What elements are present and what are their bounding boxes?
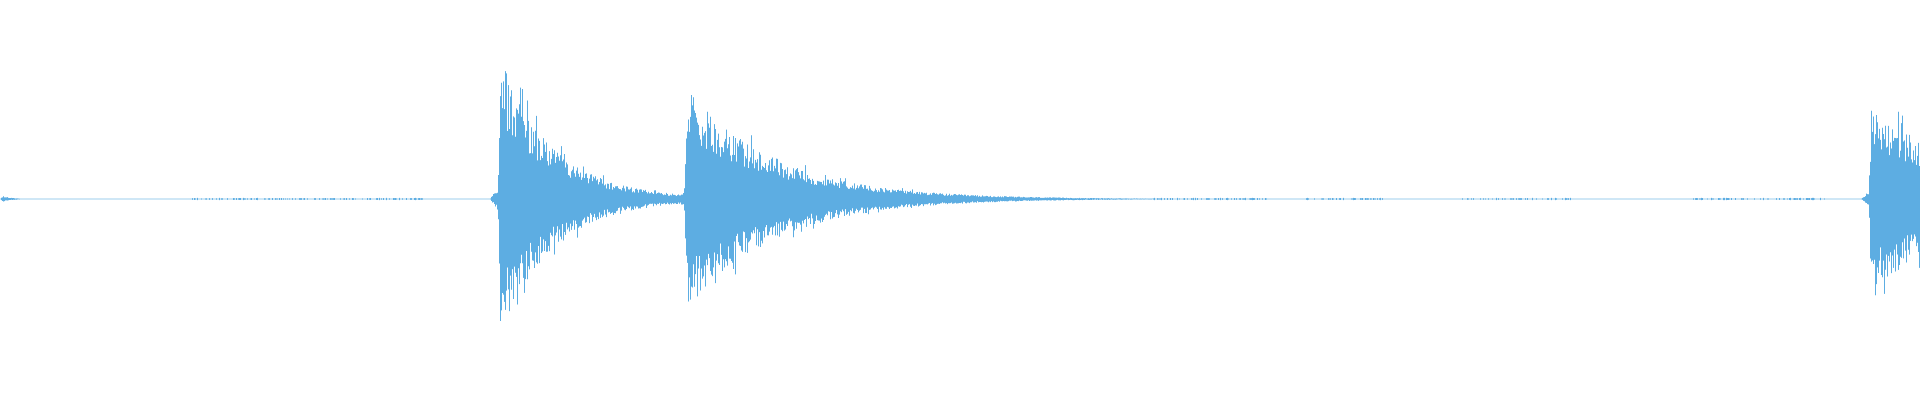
waveform-path — [0, 71, 1920, 321]
waveform-trace — [0, 71, 1920, 321]
